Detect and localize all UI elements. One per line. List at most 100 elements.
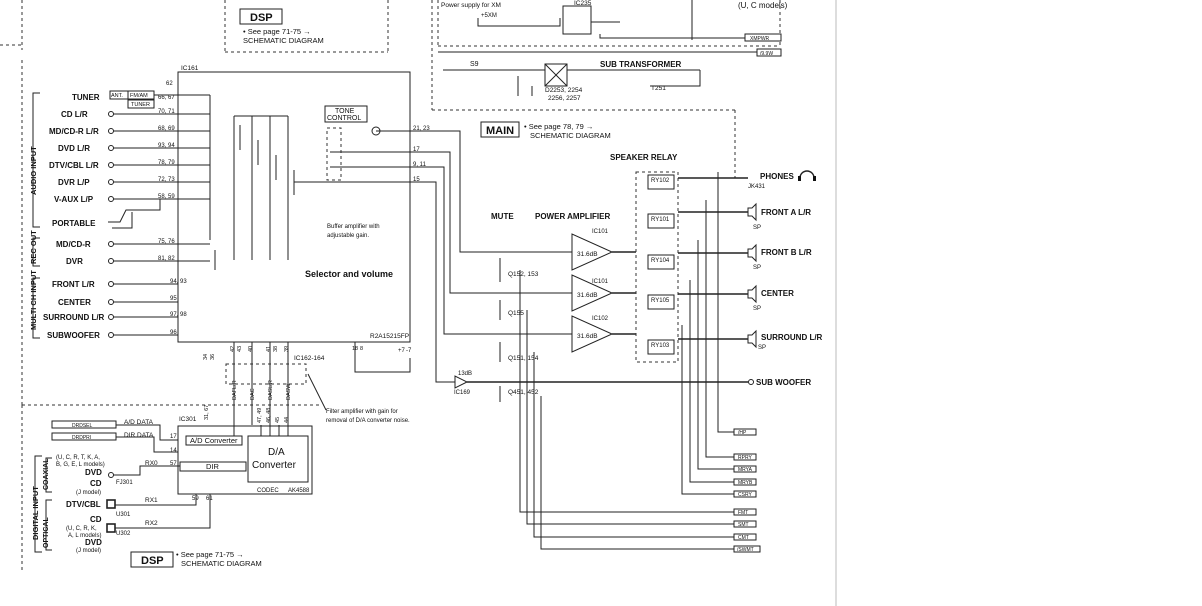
main-note: • See page 78, 79 → [524,122,593,131]
fm-am-label: FM/AM [130,93,148,99]
filter-area: IC162-164 DAFL/R DAC DASL/R DASW Filter … [225,342,410,425]
audio-input-4-label: DTV/CBL L/R [49,161,99,170]
audio-input-2-label: MD/CD-R L/R [49,127,99,136]
xmpwr-label: XMPWR [750,36,770,42]
pins-right-3: 15 [413,177,420,183]
db13-label: 13dB [458,371,472,377]
ctrl-3: MRYB [738,480,753,486]
audio-input-7-label: PORTABLE [52,219,96,228]
ad-converter-label: A/D Converter [190,436,238,445]
drdsel-label: DRDSEL [72,423,93,429]
da-label-1: D/A [268,447,285,458]
amp-0-ic: IC101 [592,229,609,235]
dsp-bottom-title: DSP [141,555,164,567]
codec-chip: AK4588 [288,488,310,494]
section-borders [0,0,837,606]
bottom-pin-6: 38 [273,346,279,352]
audio-input-group: AUDIO INPUT TUNER 66, 67 ANT. FM/AM TUNE… [29,90,210,229]
multich-0-label: FRONT L/R [52,280,95,289]
ctrl-5: FMT [738,510,748,516]
multich-3-label: SUBWOOFER [47,331,100,340]
bottom-pin-11: -7 [406,348,412,354]
da-label-2: Converter [252,460,297,471]
rec-out-0-label: MD/CD-R [56,240,91,249]
rec-out-0-pins: 75, 76 [158,239,175,245]
bottom-pin-7: 39 [284,346,290,352]
sp-0: SP [753,225,761,231]
ctrl-7: CMT [738,535,749,541]
sp-3: SP [758,345,766,351]
rx0-label: RX0 [145,460,158,467]
filter-label-1: DAC [250,388,256,400]
main-title: MAIN [486,125,514,137]
output-1-label: FRONT A L/R [761,208,811,217]
tone-label: TONE [335,108,355,115]
main-note2: SCHEMATIC DIAGRAM [530,131,611,140]
j-model2-label: (J model) [76,548,101,554]
main-block: MAIN • See page 78, 79 → SCHEMATIC DIAGR… [480,121,611,140]
codec-pin14: 14 [170,448,177,454]
dtv-label: DTV/CBL [66,500,101,509]
ic169-label: IC169 [454,390,471,396]
transistor-2: Q151, 154 [508,355,539,362]
multich-2-label: SURROUND L/R [43,313,105,322]
ic161-name: IC161 [181,65,199,72]
dsp-bottom-note: • See page 71-75 → [176,550,244,559]
mute-label: MUTE [491,212,514,221]
transistor-0: Q152, 153 [508,271,539,278]
ic161-box: IC161 Selector and volume R2A15215FP 62 … [166,65,480,383]
amp-1-gain: 31.6dB [577,292,598,299]
multich-3-pins: 96 [170,330,177,336]
u302-label: U302 [116,531,131,537]
filter-note-2: removal of D/A converter noise. [326,418,410,424]
dsp-top-note: • See page 71-75 → [243,27,311,36]
audio-input-3-pins: 93, 94 [158,143,175,149]
bottom-pin-5: 41 [266,346,272,352]
ctrl-2: MRYA [738,467,753,473]
diodes-label: D2253, 2254 [545,87,583,94]
models-top: (U, C models) [738,1,788,10]
bottom-pin-4: 40 [248,346,254,352]
buffer-note-1: Buffer amplifier with [327,224,380,230]
plus5xm-label: +5XM [481,13,497,19]
plus9-label: /9.9W [760,51,773,57]
audio-input-5-pins: 72, 73 [158,177,175,183]
multich-1-pins: 95 [170,296,177,302]
s9-label: S9 [470,61,479,68]
filter-note-1: Filter amplifier with gain for [326,409,398,415]
output-3-label: CENTER [761,289,794,298]
codec-name: IC301 [179,416,197,423]
models2: (U, C, R, K, [66,526,97,532]
audio-input-6-pins: 58, 59 [158,194,175,200]
dsp-block-bottom: DSP • See page 71-75 → SCHEMATIC DIAGRAM [130,550,262,568]
power-supply-label: Power supply for XM [441,2,501,9]
diodes2-label: 2256, 2257 [548,95,581,102]
audio-input-6-label: V-AUX L/P [54,195,94,204]
t251-label: T251 [651,85,666,92]
ad-data-label: A/D DATA [124,419,154,426]
codec-pin-top-2: 46, 48 [266,408,272,423]
relay-2: RY104 [651,258,670,264]
rx1-label: RX1 [145,497,158,504]
ic235-label: IC235 [574,0,592,7]
ant-label: ANT. [111,93,123,99]
audio-input-5-label: DVR L/P [58,178,90,187]
bottom-pin-2: 42 [230,346,236,352]
bottom-pin-1: 36 [210,354,216,360]
multich-2-pins: 97, 98 [170,312,187,318]
dvd2-label: DVD [85,538,102,547]
cd2-label: CD [90,515,102,524]
output-5-label: SUB WOOFER [756,378,811,387]
audio-input-2-pins: 68, 69 [158,126,175,132]
audio-input-0-label: TUNER [72,93,100,102]
rec-out-1-label: DVR [66,257,83,266]
output-0-label: PHONES [760,172,794,181]
audio-input-0-pins: 66, 67 [158,95,175,101]
codec-pin-top-1: 47, 49 [257,408,263,423]
audio-input-3-label: DVD L/R [58,144,90,153]
output-4-label: SURROUND L/R [761,333,823,342]
transistor-1: Q155 [508,310,524,317]
control-signals: /HP RPRY MRYA MRYB CSRY FMT SMT CMT /SWM… [519,172,761,553]
dir-label: DIR [206,462,220,471]
